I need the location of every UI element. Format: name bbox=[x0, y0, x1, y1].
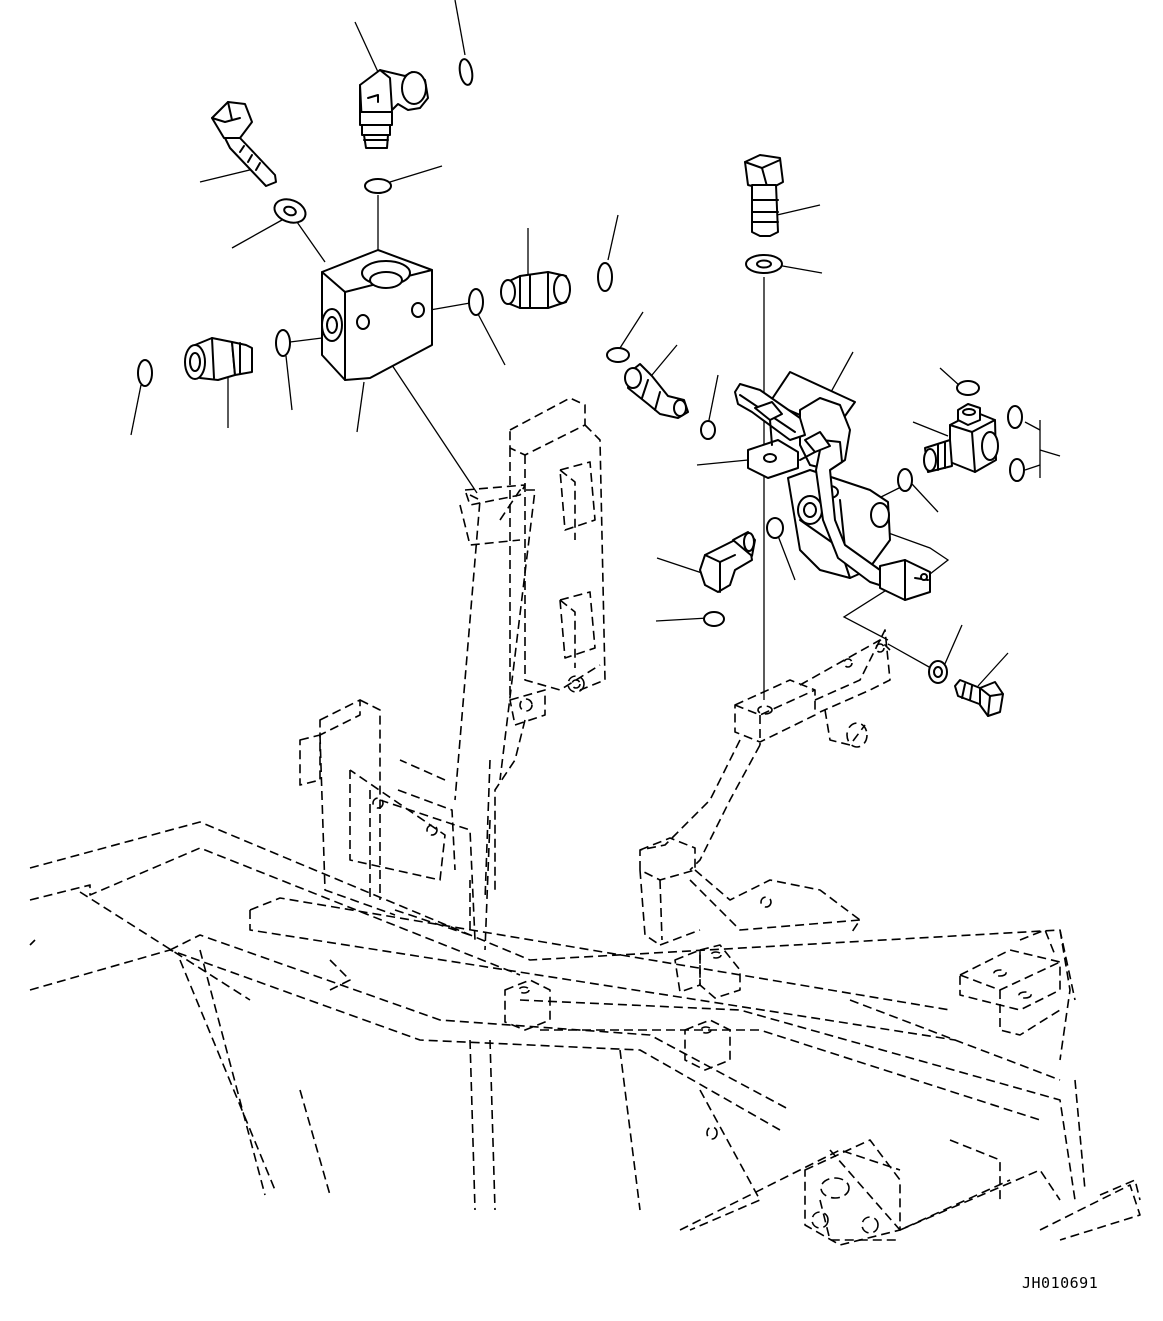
bolt-sensor-mount bbox=[744, 154, 784, 237]
sensor-valve-assembly bbox=[734, 371, 931, 601]
o-ring-right bbox=[597, 262, 613, 292]
o-ring-mid bbox=[766, 517, 784, 539]
washer-sensor-mount bbox=[745, 254, 783, 274]
valve-block bbox=[321, 249, 433, 381]
o-ring-small bbox=[606, 347, 630, 363]
clamp-bracket bbox=[747, 401, 831, 479]
o-ring-valve-side bbox=[700, 420, 716, 440]
angled-fitting-small bbox=[624, 363, 689, 419]
bolt-valve-block bbox=[211, 101, 277, 187]
o-ring-lower bbox=[703, 611, 725, 627]
o-ring-tee-left bbox=[956, 380, 980, 396]
bolt-bracket bbox=[954, 679, 1004, 717]
straight-fitting-right bbox=[500, 271, 571, 309]
o-ring-top bbox=[458, 58, 474, 86]
o-ring-block-top bbox=[364, 178, 392, 194]
elbow-fitting-lower bbox=[699, 531, 756, 593]
tee-fitting bbox=[923, 403, 999, 473]
washer-bracket bbox=[928, 660, 948, 684]
o-ring-valve-right bbox=[897, 468, 913, 492]
o-ring-tee-right-lower bbox=[1009, 458, 1025, 482]
o-ring-right-inner bbox=[468, 288, 484, 316]
leader-lines bbox=[130, 0, 1061, 700]
straight-fitting-left bbox=[184, 337, 253, 381]
o-ring-tee-right-upper bbox=[1007, 405, 1023, 429]
elbow-fitting-top bbox=[359, 69, 429, 149]
drawing-number: JH010691 bbox=[1022, 1274, 1099, 1292]
washer-left bbox=[273, 198, 307, 224]
o-ring-left-inner bbox=[275, 329, 291, 357]
o-ring-left bbox=[137, 359, 153, 387]
machine-frame-phantom bbox=[29, 397, 1141, 1246]
